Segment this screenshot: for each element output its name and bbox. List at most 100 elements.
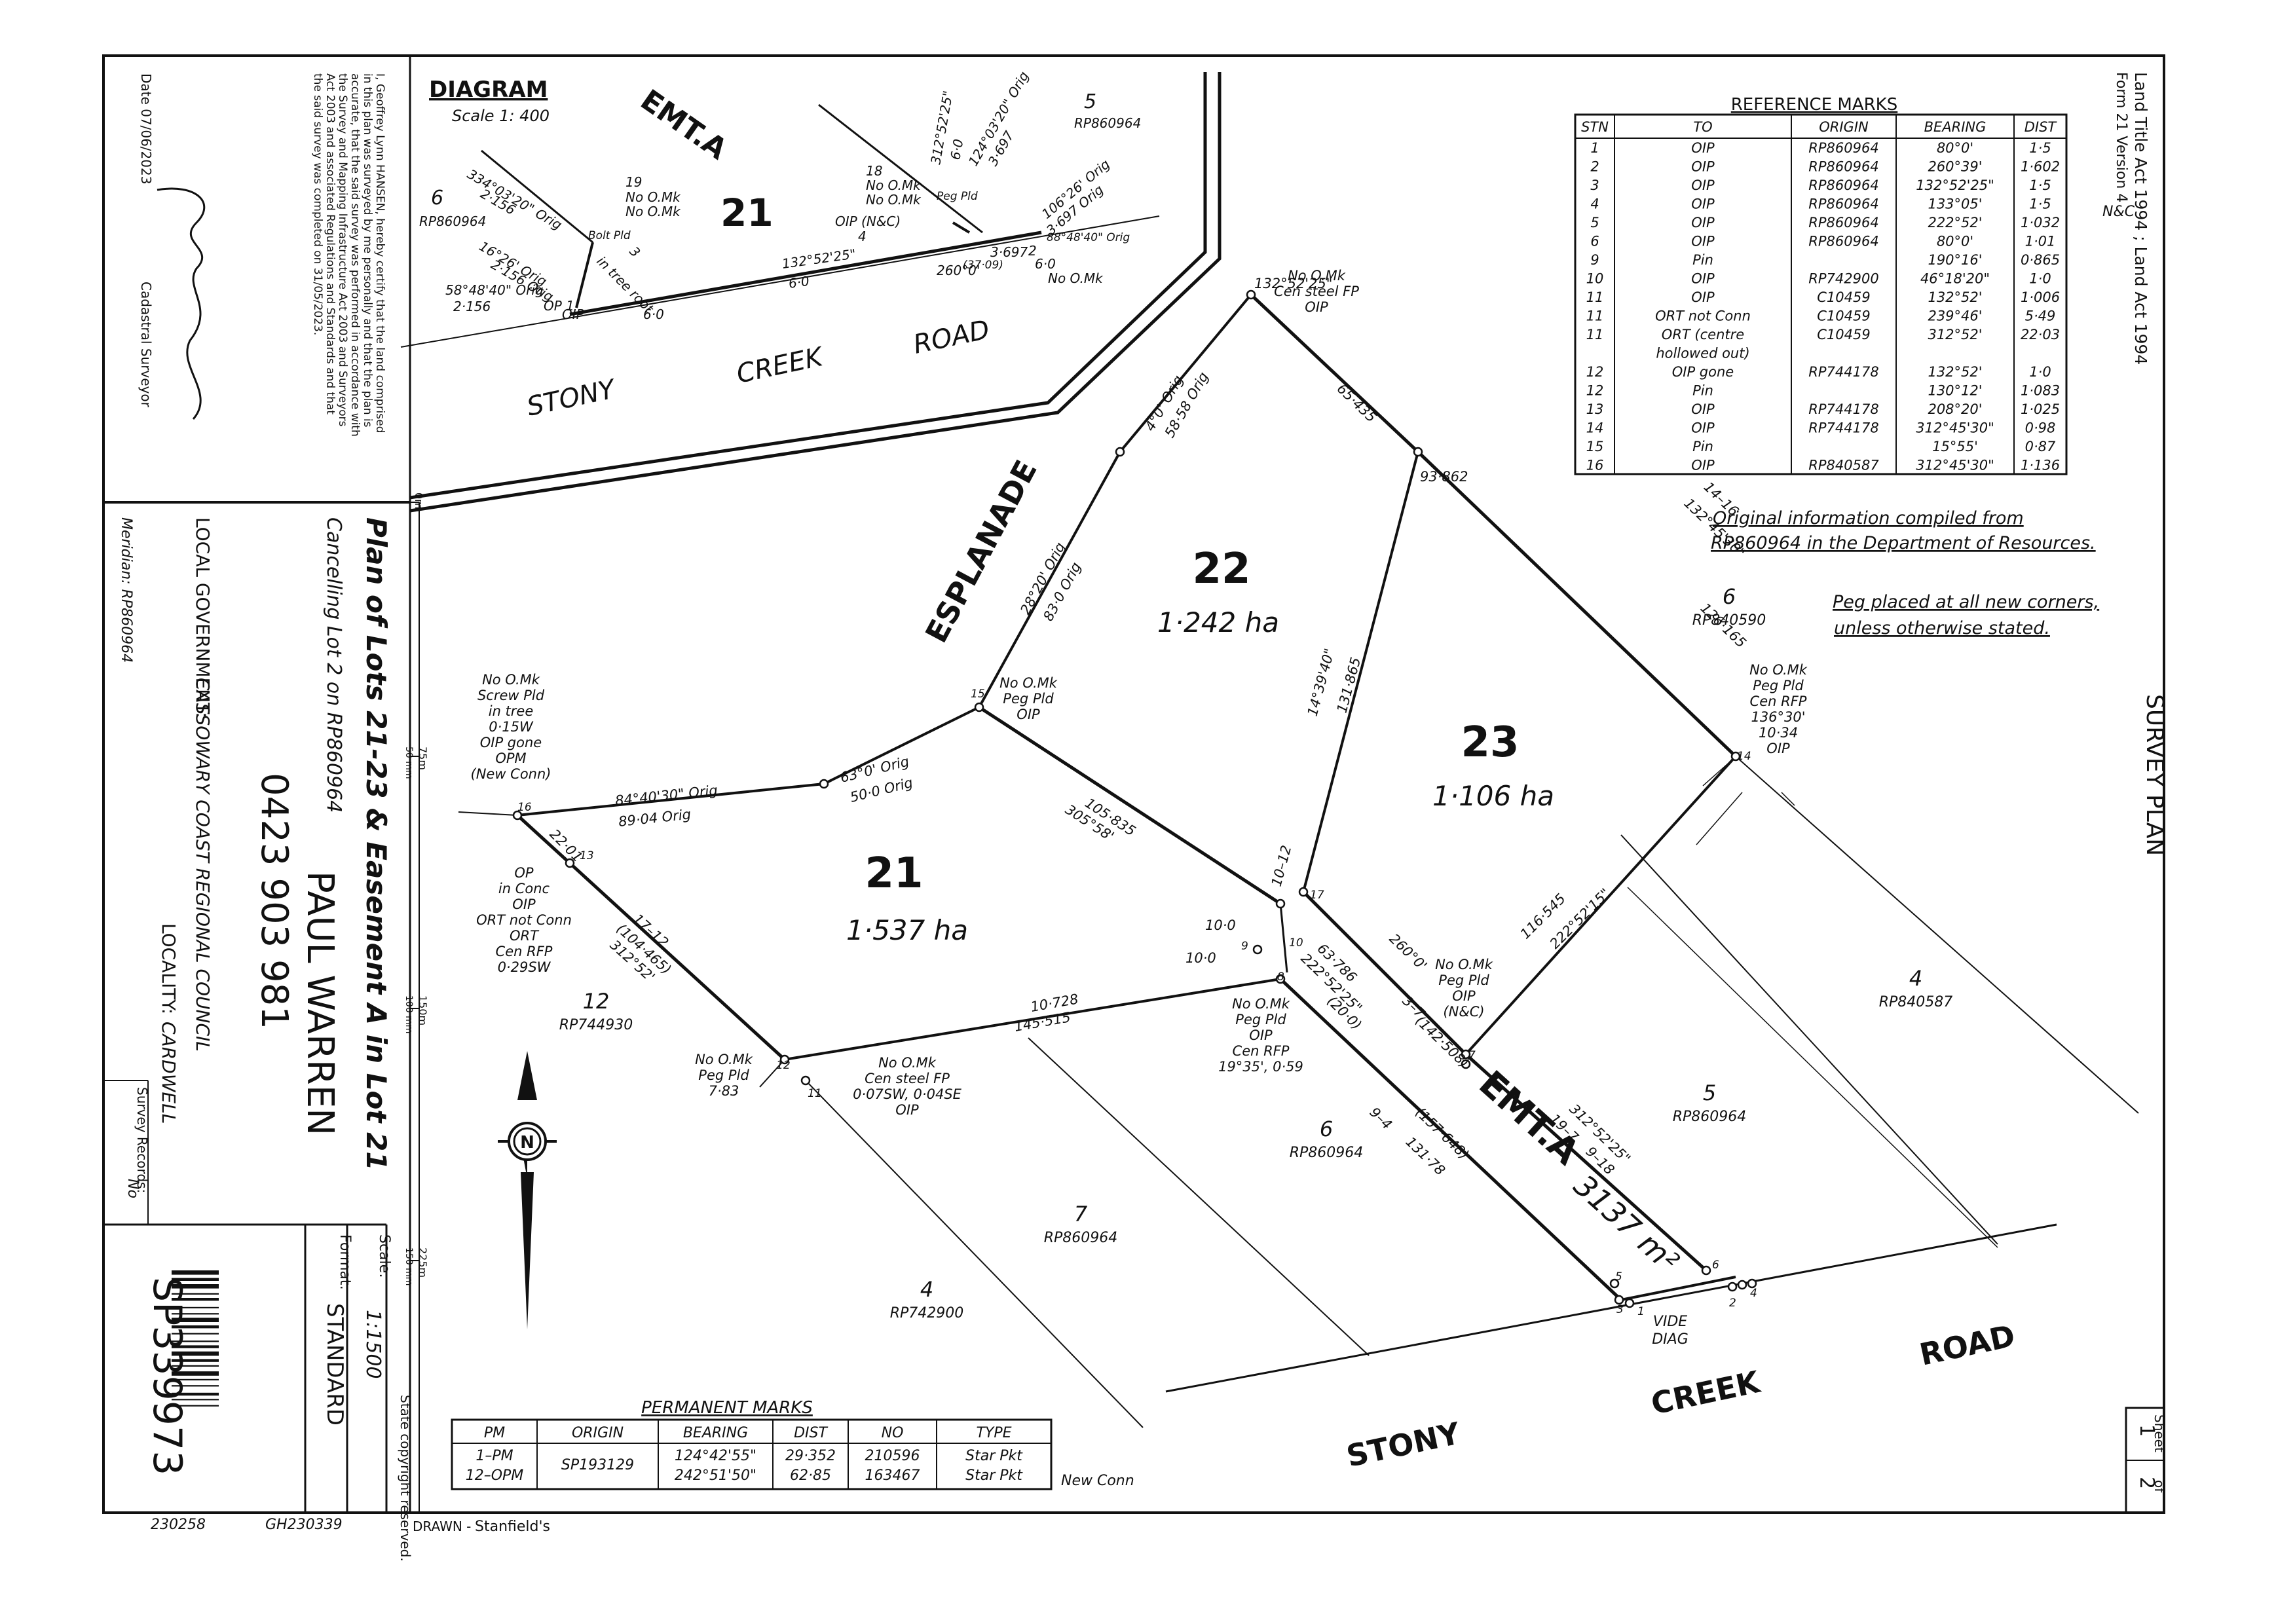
header: Land Title Act 1994 ; Land Act 1994 Form… <box>2113 72 2168 856</box>
station-mark <box>1614 1295 1624 1305</box>
ref-table-cell: 130°12' <box>1928 383 1982 399</box>
ref-table-cell: 80°0' <box>1937 234 1973 249</box>
certificate-line-2: in this plan was surveyed by me personal… <box>361 73 374 428</box>
ref-table-cell: 46°18'20" <box>1920 271 1990 287</box>
barcode-bar <box>172 1405 219 1407</box>
handwritten-phone: 0423 903 981 <box>253 773 295 1029</box>
ref-table-cell: RP860964 <box>1808 140 1878 156</box>
ref-table-cell: 1·5 <box>2029 177 2051 193</box>
ref-table-header: DIST <box>2024 119 2058 135</box>
barcode-bar <box>172 1365 219 1367</box>
perm-table-cell: 163467 <box>865 1467 920 1484</box>
bearing-label: 132°52'25" <box>1254 276 1332 291</box>
perm-table-header: BEARING <box>683 1425 748 1441</box>
ref-table-cell: 4 <box>1590 196 1599 212</box>
diagram-emt: EMT.A <box>635 83 733 166</box>
frame <box>102 54 2165 1514</box>
perm-table-cell: Star Pkt <box>965 1467 1023 1484</box>
footer-code-2: GH230339 <box>265 1517 343 1533</box>
station-mark <box>819 779 829 789</box>
ref-table-header: BEARING <box>1924 119 1987 135</box>
adjoining-lot-number: 7 <box>1074 1202 1088 1227</box>
station-mark <box>1461 1059 1471 1069</box>
barcode-bar <box>172 1313 219 1315</box>
ref-table-cell: RP840587 <box>1808 458 1879 473</box>
diagram-label: 3·697 <box>990 244 1028 260</box>
sheet-number: 1 <box>2135 1424 2158 1437</box>
scale-tick-75: 75m <box>417 747 429 770</box>
ref-table-cell: C10459 <box>1817 289 1870 305</box>
bearing-label: 89·04 Orig <box>618 806 692 829</box>
diagram-lot: 21 <box>720 191 774 235</box>
ref-table-cell: 3 <box>1590 177 1599 193</box>
ref-table-cell: 1·01 <box>2025 234 2056 249</box>
ref-table-cell: 190°16' <box>1928 252 1982 268</box>
ref-table-border <box>1574 113 2068 475</box>
ref-table-cell: OIP <box>1691 140 1715 156</box>
ref-table-cell: OIP <box>1691 289 1715 305</box>
ref-table-cell: OIP <box>1691 215 1715 231</box>
ref-table-cell: Pin <box>1692 252 1713 268</box>
ref-table-cell: C10459 <box>1817 327 1870 342</box>
ref-table-cell: RP860964 <box>1808 215 1878 231</box>
ref-table-cell: 312°45'30" <box>1916 458 1994 473</box>
ref-table-cell: 0·865 <box>2021 252 2060 268</box>
perm-table-header: ORIGIN <box>572 1425 624 1441</box>
ref-table-cell: RP860964 <box>1808 234 1878 249</box>
certificate-line-5: Act 2003 and associated Regulations and … <box>324 73 337 415</box>
ref-table-cell: 1·602 <box>2021 159 2060 175</box>
perm-table-cell: Star Pkt <box>965 1448 1023 1464</box>
scale-mm-100: 100 mm <box>403 995 414 1033</box>
lot-22-number: 22 <box>1192 545 1250 593</box>
diagram-label: 6·0 <box>643 306 664 322</box>
ref-table-cell: RP744178 <box>1808 364 1878 380</box>
bearing-label: 10·0 <box>1205 917 1236 933</box>
certificate-line-4: the Survey and Mapping Infrastructure Ac… <box>336 73 349 427</box>
note-peg-1: Peg placed at all new corners, <box>1833 592 2099 612</box>
station-16-note: Cen RFP <box>1750 693 1807 709</box>
barcode-bar <box>172 1284 219 1289</box>
barcode-bar <box>172 1359 219 1362</box>
vide-diag: VIDE <box>1653 1314 1687 1330</box>
station-mark <box>1747 1278 1757 1289</box>
ref-table-cell: OIP <box>1691 401 1715 417</box>
ref-table-cell: OIP <box>1691 177 1715 193</box>
barcode-bar <box>172 1378 219 1380</box>
station-mark <box>1275 898 1286 909</box>
diagram-label: No O.Mk <box>625 204 681 219</box>
ref-table-cell: 1·025 <box>2021 401 2060 417</box>
ref-table-cell: 11 <box>1586 308 1604 324</box>
station-12-note: in tree <box>489 703 534 719</box>
ref-table-cell: 1·0 <box>2029 271 2051 287</box>
handwritten-name: PAUL WARREN <box>299 871 341 1135</box>
diagram-label: No O.Mk <box>866 177 922 193</box>
footer-code-1: 230258 <box>151 1517 206 1533</box>
ref-table-cell: 12 <box>1586 364 1604 380</box>
station-5-note: No O.Mk <box>1435 957 1493 972</box>
adjoining-lot-number: 4 <box>1909 966 1922 991</box>
ref-table-cell: 1·5 <box>2029 196 2051 212</box>
barcode-bar <box>172 1318 219 1322</box>
ref-table-cell: RP742900 <box>1808 271 1878 287</box>
station-number: 13 <box>580 849 594 862</box>
road-stony: STONY <box>1343 1415 1463 1473</box>
station-11-note: ORT <box>510 928 540 944</box>
diagram-label: OIP <box>562 306 585 322</box>
station-14-note: Cen steel FP <box>1274 284 1359 299</box>
lot-23-area: 1·106 ha <box>1432 780 1554 812</box>
ref-table-cell: 16 <box>1586 458 1604 473</box>
adjoining-lot-plan: RP744930 <box>559 1017 633 1033</box>
station-11-note: OP <box>514 865 534 881</box>
locality-value: CARDWELL <box>158 1022 179 1124</box>
diagram-label: 6·0 <box>787 273 810 291</box>
diagram-road-road: ROAD <box>911 314 992 360</box>
station-mark <box>1727 1282 1738 1292</box>
station-14-note: No O.Mk <box>1288 268 1346 284</box>
drawn-label: DRAWN - <box>413 1519 471 1534</box>
perm-table-header: PM <box>484 1425 505 1441</box>
station-17-note: Peg Pld <box>698 1067 749 1083</box>
ref-table-cell: 1·0 <box>2029 364 2051 380</box>
diagram-label: No O.Mk <box>625 189 681 205</box>
certificate-line-1: I, Geoffrey Lynn HANSEN, hereby certify … <box>373 73 386 433</box>
